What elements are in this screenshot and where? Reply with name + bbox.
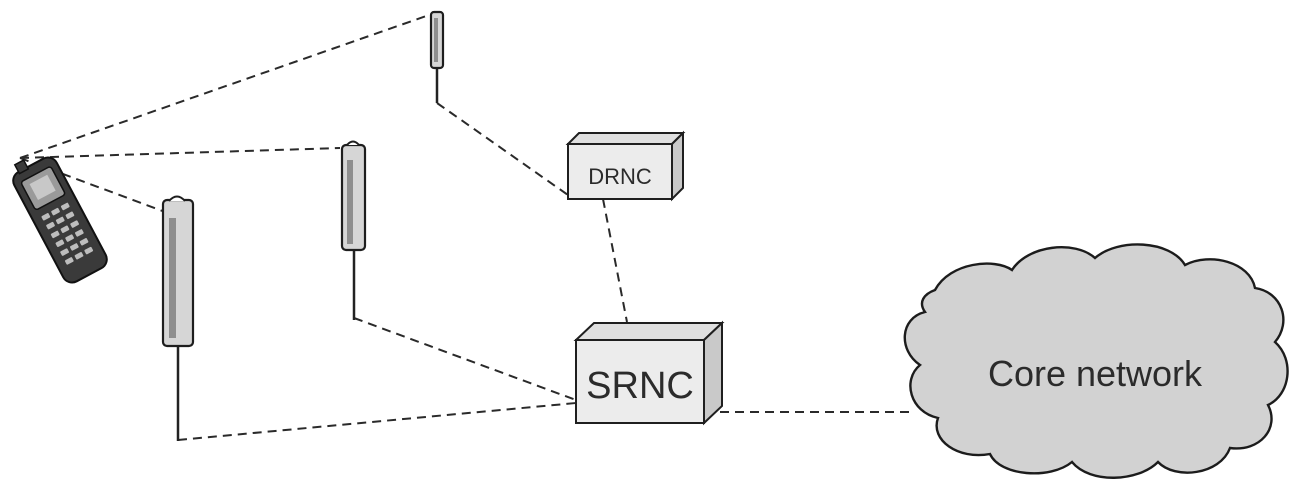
drnc-node: DRNC xyxy=(568,133,683,199)
core-network-label: Core network xyxy=(988,353,1203,394)
radio-links xyxy=(20,14,432,213)
base-station-left-icon xyxy=(163,197,193,442)
radio-link-top-antenna xyxy=(20,14,432,158)
radio-link-middle-antenna xyxy=(20,148,340,158)
mobile-phone-icon xyxy=(6,147,110,286)
srnc-label: SRNC xyxy=(586,365,694,407)
core-network-cloud: Core network xyxy=(905,244,1288,477)
link-middle-antenna-srnc xyxy=(354,318,576,400)
base-station-middle-icon xyxy=(342,142,365,321)
drnc-label: DRNC xyxy=(588,164,652,189)
link-drnc-srnc xyxy=(603,199,627,322)
link-top-antenna-drnc xyxy=(437,103,568,195)
link-left-antenna-srnc xyxy=(178,403,576,440)
srnc-node: SRNC xyxy=(576,323,722,423)
base-station-top-icon xyxy=(431,12,443,103)
network-links xyxy=(178,103,910,440)
